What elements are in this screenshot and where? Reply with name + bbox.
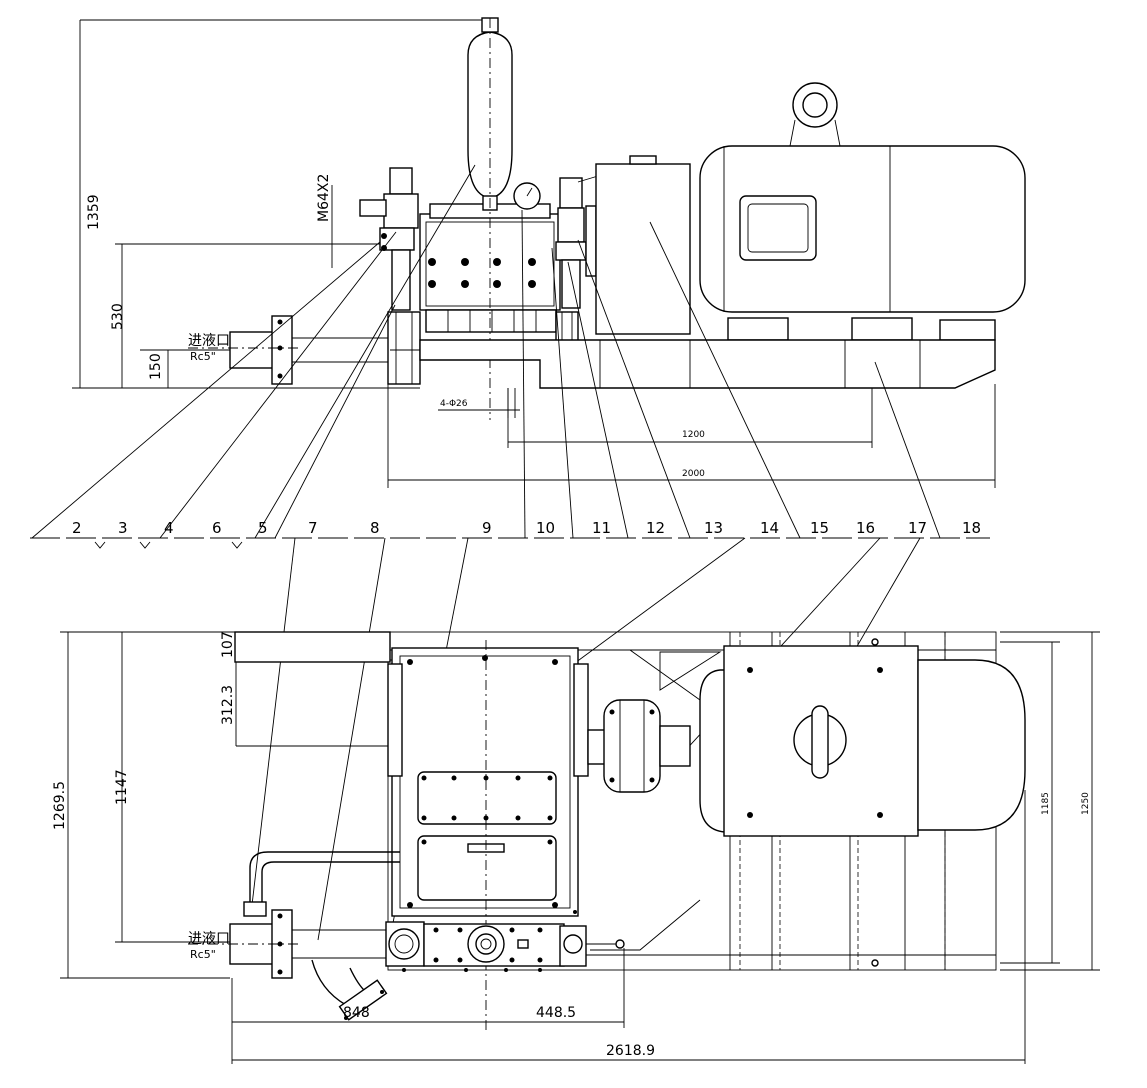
inlet-label-top: 进液口 — [188, 333, 230, 349]
plan-view: 1269.5 1147 107 312.3 — [52, 631, 1100, 1064]
inlet-thread-bottom: Rc5" — [190, 948, 216, 961]
callout-18: 18 — [962, 519, 981, 537]
callout-15: 15 — [810, 519, 829, 537]
callout-4: 4 — [164, 519, 174, 537]
dim-overall-height: 1359 — [86, 194, 102, 230]
dim-frame-width-inner: 1185 — [1041, 792, 1051, 815]
side-view: 1359 530 150 M64X2 进液口 Rc5" — [72, 17, 1026, 488]
callout-16: 16 — [856, 519, 875, 537]
callout-12: 12 — [646, 519, 665, 537]
dim-thread: M64X2 — [316, 174, 332, 222]
dim-holes: 4-Φ26 — [440, 399, 468, 409]
callout-2: 2 — [72, 519, 82, 537]
dim-frame-length: 2000 — [682, 469, 705, 479]
callout-13: 13 — [704, 519, 723, 537]
inlet-label-bottom: 进液口 — [188, 931, 230, 947]
callout-10: 10 — [536, 519, 555, 537]
callout-17: 17 — [908, 519, 927, 537]
callout-6: 6 — [212, 519, 222, 537]
dim-outlet-height: 530 — [110, 303, 126, 330]
dim-right-length: 448.5 — [536, 1005, 576, 1021]
callout-9: 9 — [482, 519, 492, 537]
dim-left-length: 848 — [343, 1005, 370, 1021]
leader-lines-top — [31, 164, 941, 539]
dim-width-main: 1147 — [114, 769, 130, 805]
callout-3: 3 — [118, 519, 128, 537]
callout-8: 8 — [370, 519, 380, 537]
dim-frame-width-outer: 1250 — [1081, 792, 1091, 815]
callout-7: 7 — [308, 519, 318, 537]
dim-width-total: 1269.5 — [52, 781, 68, 830]
dim-overall-length: 2618.9 — [606, 1043, 655, 1059]
dim-offset-mid: 312.3 — [220, 685, 236, 725]
callout-11: 11 — [592, 519, 611, 537]
dim-frame-span: 1200 — [682, 430, 705, 440]
dim-offset-small: 107 — [220, 631, 236, 658]
callout-row: 2 3 4 6 5 7 8 9 10 11 12 13 14 15 16 17 … — [30, 519, 990, 549]
callout-5: 5 — [258, 519, 268, 537]
inlet-thread-top: Rc5" — [190, 350, 216, 363]
callout-14: 14 — [760, 519, 779, 537]
pump-bolts — [428, 258, 536, 288]
dim-inlet-height: 150 — [148, 353, 164, 380]
